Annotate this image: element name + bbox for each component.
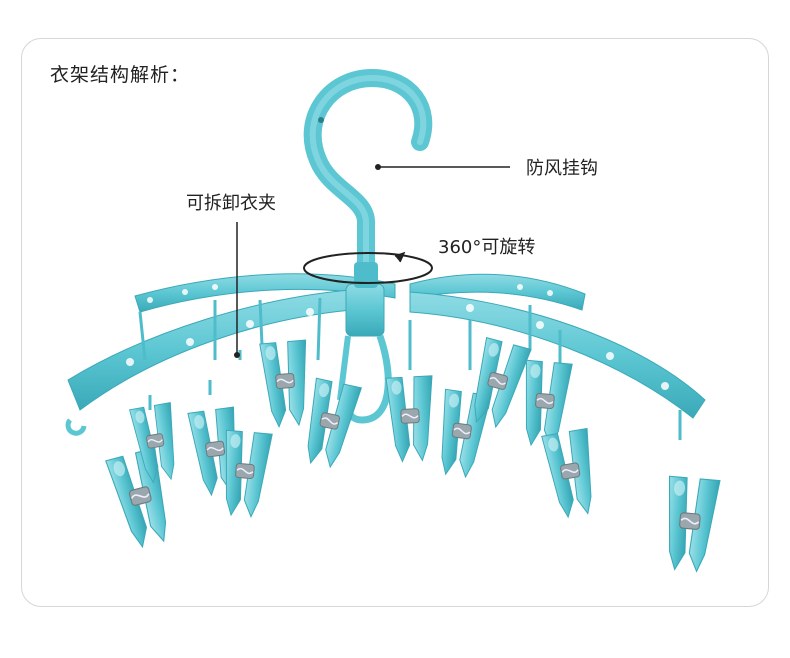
section-title: 衣架结构解析： (50, 64, 191, 86)
hook-label: 防风挂钩 (526, 158, 598, 179)
rotation-ring (303, 252, 433, 284)
front-right-arm (409, 291, 706, 419)
back-left-arm (134, 273, 396, 313)
rotate-label: 360°可旋转 (438, 237, 536, 258)
back-right-arm (409, 273, 586, 311)
content-card (21, 38, 769, 607)
clip-label: 可拆卸衣夹 (186, 193, 276, 214)
center-hub (345, 283, 385, 337)
